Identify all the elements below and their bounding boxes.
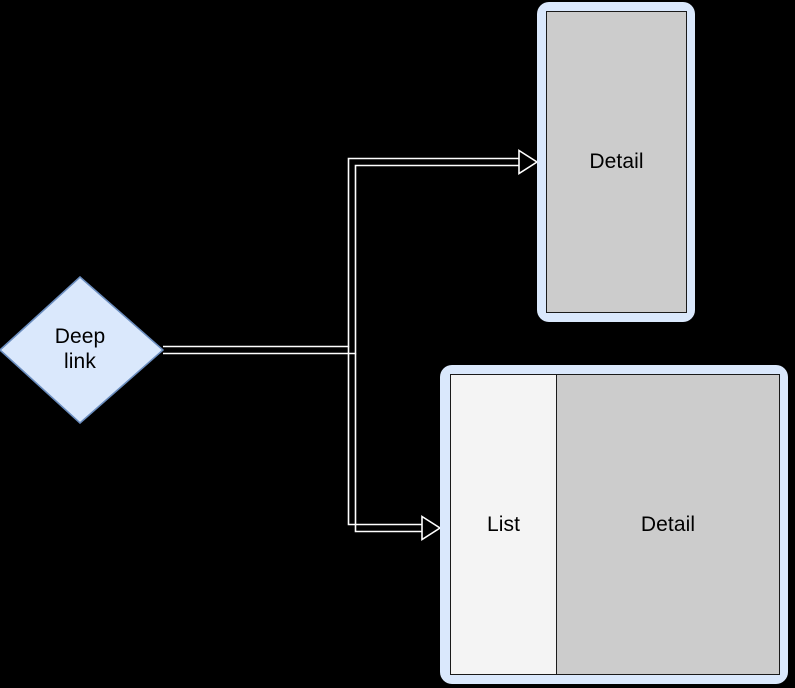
phone-pane-detail[interactable]: Detail (547, 12, 686, 312)
node-tablet-frame[interactable]: List Detail (440, 365, 788, 684)
arrowhead-open-tablet (421, 515, 442, 541)
phone-screen: Detail (546, 11, 687, 313)
edge-deep-link-to-phone-detail[interactable] (163, 149, 539, 355)
diamond-shape (0, 276, 164, 424)
node-deep-link-label: Deep link (54, 325, 106, 373)
tablet-screen: List Detail (450, 374, 780, 675)
tablet-pane-detail[interactable]: Detail (557, 375, 779, 674)
node-phone-frame[interactable]: Detail (537, 2, 695, 322)
arrowhead-open-phone (518, 149, 539, 175)
tablet-pane-list[interactable]: List (451, 375, 557, 674)
edge-deep-link-to-tablet-list[interactable] (347, 346, 442, 541)
node-deep-link[interactable]: Deep link (0, 276, 164, 424)
